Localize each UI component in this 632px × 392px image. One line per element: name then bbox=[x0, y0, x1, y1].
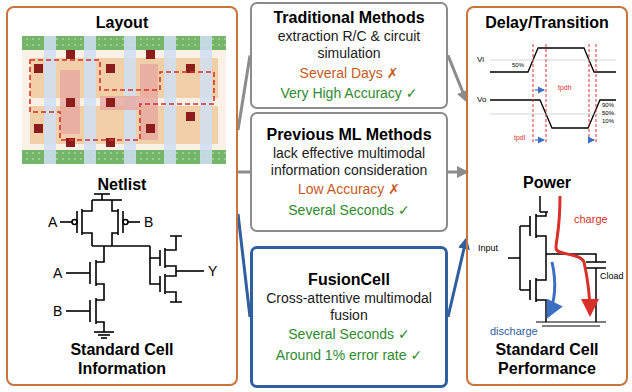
box-description: Cross-attentive multimodal fusion bbox=[259, 290, 439, 324]
drawback-note: Low Accuracy ✗ bbox=[298, 181, 400, 199]
pin-name: B bbox=[53, 304, 62, 318]
threshold-label: 10% bbox=[602, 118, 614, 124]
delay-label: tpdl bbox=[514, 134, 525, 141]
advantage-note: Very High Accuracy ✓ bbox=[280, 85, 417, 103]
flow-arrow bbox=[238, 214, 250, 317]
signal-name: Vo bbox=[477, 96, 486, 104]
box-title: Previous ML Methods bbox=[266, 125, 431, 144]
panel-heading: Power bbox=[469, 174, 625, 192]
box-description: extraction R/C & circuit simulation bbox=[258, 28, 440, 62]
threshold-label: 50% bbox=[602, 110, 614, 116]
threshold-label: 50% bbox=[512, 62, 524, 68]
method-box: Traditional Methodsextraction R/C & circ… bbox=[250, 2, 448, 109]
signal-name: Input bbox=[478, 244, 498, 253]
panel-heading: Layout bbox=[12, 14, 232, 32]
method-box: Previous ML Methodslack effective multim… bbox=[250, 112, 448, 232]
layout-illustration bbox=[22, 36, 226, 164]
pin-name: A bbox=[53, 266, 62, 280]
flow-arrow bbox=[238, 171, 250, 174]
current-label: charge bbox=[574, 214, 608, 225]
flow-arrow bbox=[238, 55, 250, 130]
signal-name: Vi bbox=[477, 56, 484, 64]
panel-heading: Delay/Transition bbox=[469, 14, 625, 32]
pin-name: B bbox=[144, 215, 153, 229]
box-description: lack effective multimodal information co… bbox=[258, 145, 440, 179]
advantage-note: Several Seconds ✓ bbox=[288, 326, 409, 344]
advantage-note: Around 1% error rate ✓ bbox=[276, 347, 422, 365]
delay-waveform bbox=[490, 44, 616, 144]
component-name: Cload bbox=[600, 272, 624, 281]
threshold-label: 90% bbox=[602, 102, 614, 108]
info-panel: LayoutNetlistStandard Cell Information bbox=[6, 6, 238, 386]
drawback-note: Several Days ✗ bbox=[300, 65, 399, 83]
pin-name: Y bbox=[208, 264, 217, 278]
panel-caption: Standard Cell Information bbox=[47, 341, 197, 378]
flow-arrow bbox=[448, 171, 466, 174]
box-title: Traditional Methods bbox=[273, 8, 424, 27]
delay-label: tpdh bbox=[558, 84, 572, 91]
advantage-note: Several Seconds ✓ bbox=[288, 202, 409, 220]
panel-heading: Netlist bbox=[12, 176, 232, 194]
box-title: FusionCell bbox=[308, 270, 390, 289]
flow-arrow bbox=[448, 240, 466, 317]
panel-caption: Standard Cell Performance bbox=[472, 341, 622, 378]
netlist-schematic bbox=[60, 194, 204, 338]
flow-arrow bbox=[448, 55, 466, 100]
current-label: discharge bbox=[490, 326, 538, 337]
method-box: FusionCellCross-attentive multimodal fus… bbox=[250, 246, 448, 388]
pin-name: A bbox=[48, 215, 57, 229]
